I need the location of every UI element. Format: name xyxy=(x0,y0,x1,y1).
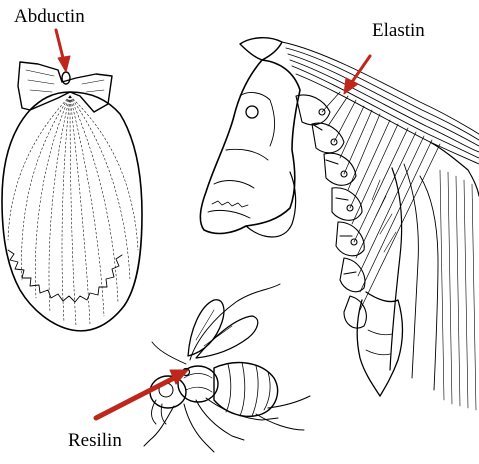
label-abductin: Abductin xyxy=(14,6,85,28)
horse-neck-drawing xyxy=(200,38,479,410)
insect-drawing xyxy=(144,284,310,452)
label-elastin: Elastin xyxy=(372,20,425,42)
scallop-shell-drawing xyxy=(2,62,142,331)
abductin-arrow xyxy=(56,30,70,72)
label-resilin: Resilin xyxy=(68,430,122,452)
arrows xyxy=(56,30,370,418)
resilin-arrow xyxy=(96,370,188,418)
